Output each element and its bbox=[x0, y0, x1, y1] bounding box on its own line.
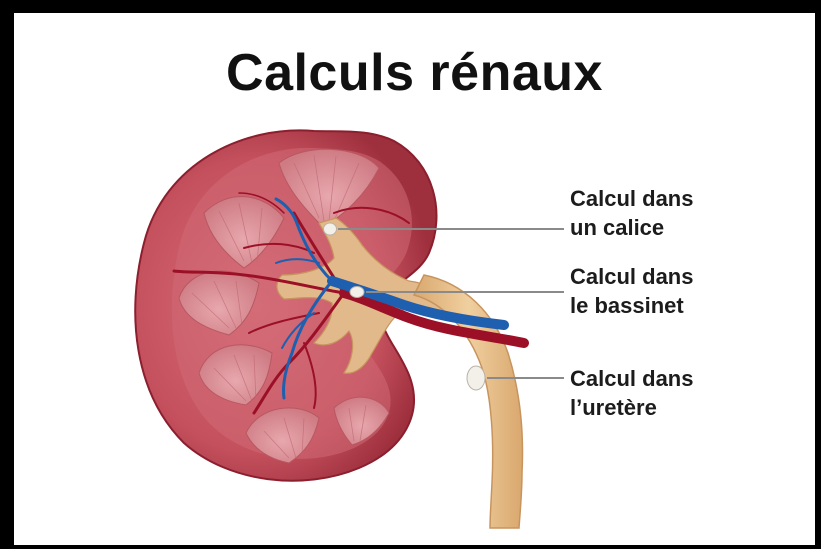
stone-pelvis bbox=[350, 287, 364, 298]
label-stone-pelvis: Calcul dans le bassinet bbox=[570, 262, 693, 320]
label-stone-calyx-line1: Calcul dans bbox=[570, 184, 693, 213]
label-stone-ureter: Calcul dans l’uretère bbox=[570, 364, 693, 422]
label-stone-pelvis-line2: le bassinet bbox=[570, 291, 693, 320]
stone-calyx bbox=[324, 223, 337, 235]
kidney-illustration bbox=[14, 13, 815, 545]
diagram-panel: Calculs rénaux bbox=[14, 13, 815, 545]
label-stone-pelvis-line1: Calcul dans bbox=[570, 262, 693, 291]
label-stone-ureter-line2: l’uretère bbox=[570, 393, 693, 422]
label-stone-ureter-line1: Calcul dans bbox=[570, 364, 693, 393]
stone-ureter bbox=[467, 366, 485, 390]
label-stone-calyx: Calcul dans un calice bbox=[570, 184, 693, 242]
label-stone-calyx-line2: un calice bbox=[570, 213, 693, 242]
